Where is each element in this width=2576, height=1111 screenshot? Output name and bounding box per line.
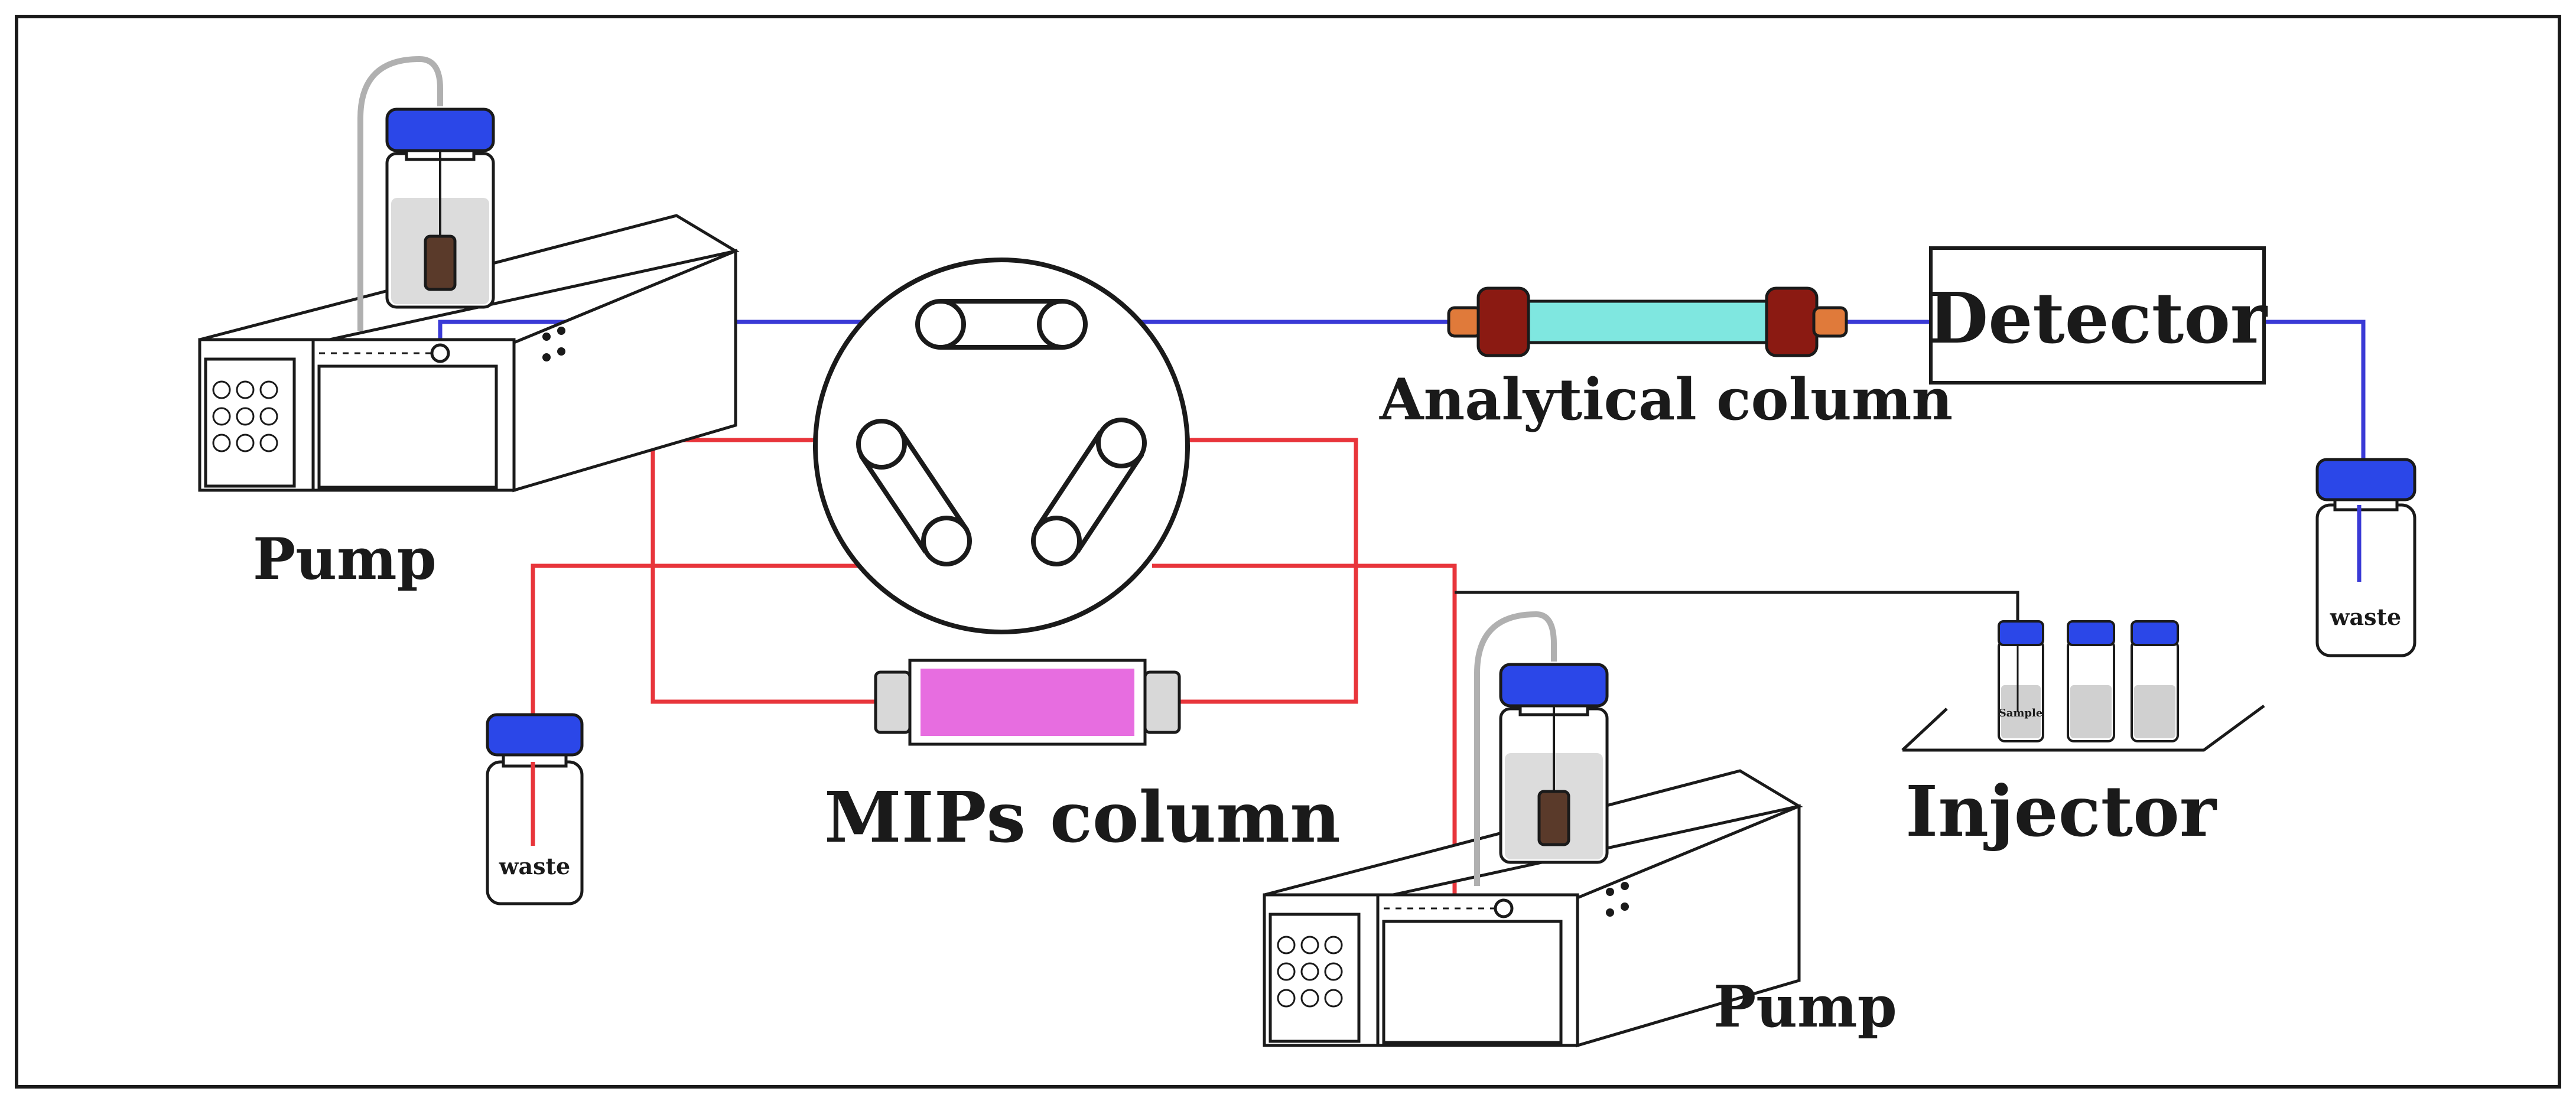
mips-column-left-fitting — [874, 670, 912, 734]
outer-frame — [15, 15, 2561, 1089]
injector-vial-2 — [2067, 620, 2115, 742]
pump-bottom-outlet-port — [1494, 898, 1514, 918]
injector-tray-outline — [1902, 704, 2265, 752]
injector-label: Injector — [1905, 770, 2217, 852]
mips-column — [874, 659, 1181, 746]
valve-port-right-lower — [1031, 516, 1082, 566]
injector-vial-sample — [1998, 620, 2044, 742]
red-line-valve-to-pump-bottom — [1152, 563, 1457, 907]
pump-bottom-solvent-bottle — [1474, 611, 1609, 886]
injector-vial-3 — [2131, 620, 2179, 742]
pump-left-label: Pump — [253, 526, 437, 592]
analytical-column-body — [1526, 299, 1768, 344]
waste-bottle-right — [2315, 458, 2416, 657]
pump-left-solvent-bottle — [357, 56, 495, 331]
red-line-outer-loop-right — [1151, 438, 1358, 704]
pump-left-bottle-filter — [424, 234, 457, 291]
injector-tray — [1901, 704, 2265, 752]
mips-column-right-fitting — [1143, 670, 1181, 734]
pump-bottom-bottle-filter — [1537, 790, 1570, 846]
analytical-column-label: Analytical column — [1379, 366, 1953, 433]
pump-bottom-label: Pump — [1713, 973, 1897, 1040]
mips-column-label: MIPs column — [824, 776, 1341, 858]
pump-bottom-bottle-cap — [1499, 663, 1609, 708]
valve-port-right-upper — [1096, 418, 1147, 468]
valve-port-top-right — [1037, 299, 1088, 350]
pump-left-solvent-tube — [357, 56, 443, 331]
pump-bottom-solvent-tube — [1474, 611, 1557, 886]
pump-left-display — [317, 364, 498, 489]
mips-column-packing — [921, 669, 1134, 736]
blue-line-detector-to-waste — [2264, 320, 2366, 460]
detector-label: Detector — [1928, 277, 2268, 359]
analytical-column-right-fitting — [1765, 286, 1819, 357]
analytical-column — [1447, 286, 1848, 357]
red-line-to-waste-left — [531, 563, 860, 731]
waste-right-body — [2315, 503, 2416, 657]
pump-left-outlet-port — [430, 343, 450, 363]
detector-box — [1929, 246, 2266, 385]
pump-bottom-display — [1382, 920, 1563, 1044]
red-line-outer-loop-left — [650, 438, 876, 704]
valve-port-left-lower — [921, 516, 972, 566]
injector-sample-label: Sample — [1999, 707, 2043, 719]
sample-line-to-injector — [1455, 591, 2019, 621]
analytical-column-right-end — [1812, 306, 1848, 338]
analytical-column-left-end — [1447, 306, 1483, 338]
six-port-valve — [813, 258, 1190, 634]
waste-left-cap — [486, 713, 584, 757]
valve-port-top-left — [915, 299, 966, 350]
waste-left-label: waste — [499, 853, 570, 879]
analytical-column-left-fitting — [1476, 286, 1530, 357]
valve-port-left-upper — [856, 419, 907, 470]
waste-right-cap — [2315, 458, 2416, 501]
valve-body — [813, 258, 1190, 634]
waste-right-label: waste — [2330, 604, 2401, 630]
pump-left-bottle-cap — [385, 107, 495, 152]
